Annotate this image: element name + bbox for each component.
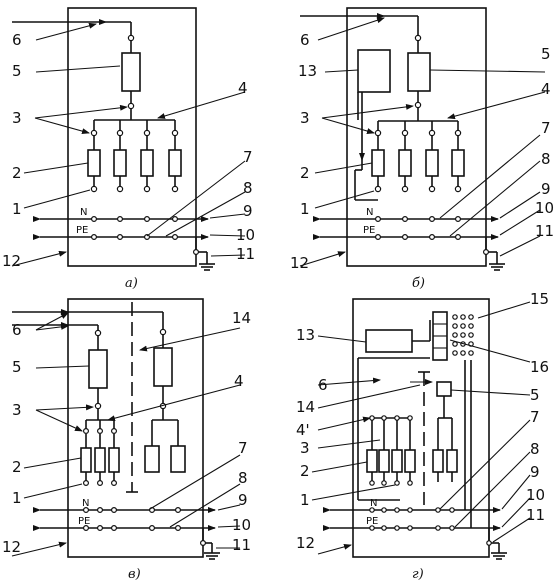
panel-a-label-8: 8 xyxy=(243,179,253,197)
panel-g-label-4prime: 4' xyxy=(296,421,310,439)
panel-v-label-10: 10 xyxy=(232,516,251,534)
panel-g-label-7: 7 xyxy=(530,408,540,426)
panel-v-main-breaker xyxy=(88,349,108,389)
panel-v-label-8: 8 xyxy=(238,469,248,487)
panel-a-label-7: 7 xyxy=(243,148,253,166)
panel-b-label-4: 4 xyxy=(541,80,551,98)
panel-v-second-breaker xyxy=(153,347,173,387)
panel-g-label-9: 9 xyxy=(530,463,540,481)
panel-b-label-6: 6 xyxy=(300,31,310,49)
panel-a-bus-pe: PE xyxy=(76,225,88,236)
panel-a-label-12: 12 xyxy=(2,252,21,270)
panel-a-label-4: 4 xyxy=(238,79,248,97)
panel-v-label-4: 4 xyxy=(234,372,244,390)
panel-g-terminals xyxy=(452,314,474,356)
panel-b-label-11: 11 xyxy=(535,222,554,240)
panel-b-meter xyxy=(357,49,391,93)
panel-g-label-14: 14 xyxy=(296,398,315,416)
panel-g-label-3: 3 xyxy=(300,439,310,457)
panel-a-label-3: 3 xyxy=(12,109,22,127)
panel-g-label-16: 16 xyxy=(530,358,549,376)
panel-g-label-6: 6 xyxy=(318,376,328,394)
panel-g-label-5: 5 xyxy=(530,386,540,404)
panel-v-label-6: 6 xyxy=(12,321,22,339)
panel-g-enclosure xyxy=(352,298,490,558)
panel-v-caption: в) xyxy=(128,567,141,582)
panel-v-label-1: 1 xyxy=(12,489,22,507)
panel-b-main-breaker xyxy=(407,52,431,92)
panel-b-label-3: 3 xyxy=(300,109,310,127)
panel-v-label-5: 5 xyxy=(12,358,22,376)
panel-v-label-3: 3 xyxy=(12,401,22,419)
panel-v-bus-n: N xyxy=(82,498,89,509)
panel-b-label-1: 1 xyxy=(300,200,310,218)
panel-v-enclosure xyxy=(67,298,204,558)
panel-a-outgoing-breakers xyxy=(87,120,182,193)
panel-v-bus-pe: PE xyxy=(78,516,90,527)
panel-b-label-5: 5 xyxy=(541,45,551,63)
panel-b-outgoing-breakers xyxy=(371,121,465,193)
panel-a-label-9: 9 xyxy=(243,202,253,220)
panel-b-label-2: 2 xyxy=(300,164,310,182)
panel-g: 15 13 16 6 5 14 4' 3 2 1 7 8 9 10 11 12 … xyxy=(296,290,549,582)
panel-b-enclosure xyxy=(346,7,487,267)
panel-a-label-6: 6 xyxy=(12,31,22,49)
panel-g-bus-n: N xyxy=(370,498,377,509)
panel-v-label-11: 11 xyxy=(232,536,251,554)
panel-g-label-12: 12 xyxy=(296,534,315,552)
panel-a-enclosure xyxy=(67,7,197,267)
panel-v-label-14: 14 xyxy=(232,309,251,327)
panel-v-label-12: 12 xyxy=(2,538,21,556)
panel-v-label-9: 9 xyxy=(238,491,248,509)
panel-v-outgoing-breakers xyxy=(80,420,120,487)
panel-g-meter xyxy=(365,329,413,353)
panel-a-label-1: 1 xyxy=(12,200,22,218)
panel-g-caption: г) xyxy=(412,567,424,582)
panel-b-label-13: 13 xyxy=(298,62,317,80)
panel-g-label-10: 10 xyxy=(526,486,545,504)
panel-v-label-7: 7 xyxy=(238,439,248,457)
panel-b-label-10: 10 xyxy=(535,199,554,217)
panel-g-main-breaker xyxy=(436,381,452,397)
panel-g-label-13: 13 xyxy=(296,326,315,344)
panel-b: 6 13 5 4 3 2 1 7 8 9 10 11 12 N PE б) xyxy=(290,7,554,291)
panel-a-caption: а) xyxy=(125,276,138,291)
panel-v: 6 14 5 4 3 2 1 7 8 9 10 11 12 N PE в) xyxy=(2,298,251,582)
panel-g-bus-pe: PE xyxy=(366,516,378,527)
panel-b-caption: б) xyxy=(412,276,425,291)
panel-v-label-2: 2 xyxy=(12,458,22,476)
panel-g-label-15: 15 xyxy=(530,290,549,308)
panel-b-label-8: 8 xyxy=(541,150,551,168)
panel-b-label-12: 12 xyxy=(290,254,309,272)
panel-b-label-9: 9 xyxy=(541,180,551,198)
panel-g-label-1: 1 xyxy=(300,491,310,509)
panel-g-label-11: 11 xyxy=(526,506,545,524)
panel-g-outgoing-breakers xyxy=(366,415,416,486)
panel-a-label-11: 11 xyxy=(236,245,255,263)
panel-a-main-breaker xyxy=(121,52,141,92)
panel-a-label-2: 2 xyxy=(12,164,22,182)
panel-a-label-10: 10 xyxy=(236,226,255,244)
panel-a: 6 5 4 3 2 1 7 8 9 10 11 12 N PE а) xyxy=(2,7,255,291)
panel-g-label-2: 2 xyxy=(300,462,310,480)
panel-b-bus-pe: PE xyxy=(363,225,375,236)
panel-a-bus-n: N xyxy=(80,207,87,218)
panel-b-bus-n: N xyxy=(366,207,373,218)
panel-b-label-7: 7 xyxy=(541,119,551,137)
panel-a-label-5: 5 xyxy=(12,62,22,80)
panel-g-label-8: 8 xyxy=(530,440,540,458)
